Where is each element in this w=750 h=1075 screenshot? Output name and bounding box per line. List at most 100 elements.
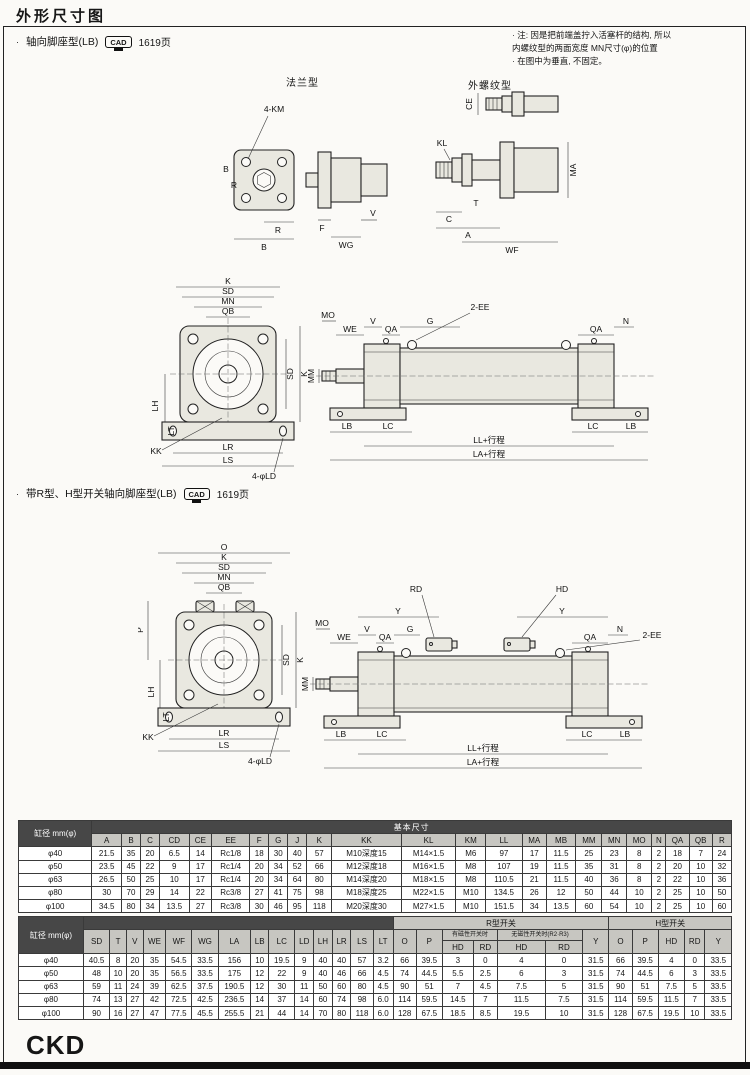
- male-thread-type-title: 外螺纹型: [468, 81, 512, 92]
- value-cell: 36: [711, 872, 733, 887]
- value-cell: 255.5: [217, 1006, 252, 1021]
- dim-label-b: B: [261, 242, 267, 252]
- value-cell: 47: [142, 1006, 167, 1021]
- value-cell: 3: [441, 953, 474, 968]
- col-HD: HD: [497, 940, 546, 955]
- value-cell: 114: [392, 992, 417, 1008]
- value-cell: 8.5: [472, 1006, 499, 1021]
- col-J: J: [287, 833, 308, 848]
- dim-label-t: T: [473, 198, 478, 208]
- value-cell: 66: [350, 966, 374, 981]
- value-cell: 31: [601, 859, 628, 874]
- value-cell: 22: [268, 966, 296, 981]
- col-B: B: [121, 833, 141, 848]
- value-cell: 6.5: [158, 846, 190, 861]
- value-cell: M10: [455, 885, 487, 901]
- value-cell: 39.5: [415, 953, 443, 968]
- table1-corner: 缸径 mm(φ): [17, 819, 93, 848]
- value-cell: 31.5: [582, 953, 610, 968]
- col-A: A: [91, 833, 122, 848]
- value-cell: 67.5: [415, 1006, 443, 1021]
- dim-label-ll-stroke: LL+行程: [473, 435, 505, 445]
- page-left-border: [3, 26, 4, 1062]
- value-cell: 40: [287, 846, 308, 861]
- value-cell: 35: [575, 859, 603, 874]
- value-cell: 33.5: [191, 953, 219, 968]
- dim-label-hd: HD: [556, 584, 568, 594]
- value-cell: 2: [651, 872, 667, 887]
- cad-page-ref: 1619页: [138, 38, 171, 49]
- col-LA: LA: [217, 929, 252, 955]
- dim-label-v: V: [370, 208, 376, 218]
- value-cell: M18深度25: [331, 885, 402, 901]
- dim-label-k: K: [299, 371, 309, 377]
- value-cell: 19.5: [497, 1006, 546, 1021]
- value-cell: 3.2: [372, 953, 394, 968]
- value-cell: 7: [683, 992, 706, 1008]
- value-cell: 90: [82, 1006, 111, 1021]
- col-QB: QB: [688, 833, 713, 848]
- value-cell: 11.5: [497, 992, 546, 1008]
- value-cell: 3: [683, 966, 706, 981]
- value-cell: 67.5: [631, 1006, 659, 1021]
- value-cell: 52: [287, 859, 308, 874]
- value-cell: 35: [142, 953, 167, 968]
- col-CD: CD: [158, 833, 190, 848]
- value-cell: M16×1.5: [400, 859, 457, 874]
- value-cell: 66: [392, 953, 417, 968]
- dim-label-qa: QA: [590, 324, 603, 334]
- value-cell: 57: [350, 953, 374, 968]
- value-cell: 32: [711, 859, 733, 874]
- value-cell: 13.5: [545, 899, 577, 914]
- col-LD: LD: [294, 929, 315, 955]
- value-cell: 17: [188, 872, 213, 887]
- col-LH: LH: [313, 929, 333, 955]
- value-cell: 30: [91, 885, 122, 901]
- value-cell: 31.5: [582, 979, 610, 994]
- value-cell: 45: [121, 859, 141, 874]
- cad-page-ref: 1619页: [216, 490, 250, 501]
- value-cell: 114: [608, 992, 633, 1008]
- dim-label-n: N: [623, 316, 629, 326]
- value-cell: 10: [688, 859, 713, 874]
- col-F: F: [249, 833, 270, 848]
- value-cell: 74: [82, 992, 111, 1008]
- dim-label-b: B: [223, 164, 229, 174]
- value-cell: 90: [392, 979, 417, 994]
- value-cell: 6: [657, 966, 685, 981]
- value-cell: M22×1.5: [400, 885, 457, 901]
- value-cell: 25: [665, 885, 690, 901]
- value-cell: 74: [392, 966, 417, 981]
- col-N: N: [651, 833, 667, 848]
- value-cell: 5: [544, 979, 584, 994]
- value-cell: 10: [688, 872, 713, 887]
- value-cell: 48: [82, 966, 111, 981]
- value-cell: 156: [217, 953, 252, 968]
- value-cell: M14×1.5: [400, 846, 457, 861]
- value-cell: 0: [683, 953, 706, 968]
- value-cell: 50: [575, 885, 603, 901]
- value-cell: 46: [268, 899, 289, 914]
- value-cell: 19.5: [268, 953, 296, 968]
- col-C: C: [139, 833, 160, 848]
- value-cell: 90: [608, 979, 633, 994]
- col-EE: EE: [211, 833, 251, 848]
- col-CE: CE: [188, 833, 213, 848]
- value-cell: 6.0: [372, 992, 394, 1008]
- value-cell: 25: [139, 872, 160, 887]
- dim-label-ll-stroke: LL+行程: [467, 743, 499, 753]
- switch-front-geometry: [147, 552, 297, 758]
- value-cell: 80: [121, 899, 141, 914]
- value-cell: 10: [626, 885, 653, 901]
- value-cell: 23: [601, 846, 628, 861]
- dim-label-la-stroke: LA+行程: [467, 757, 500, 767]
- dim-label-p: P: [138, 627, 145, 633]
- header-divider: [4, 26, 746, 27]
- dim-label-kk: KK: [150, 446, 162, 456]
- value-cell: 19: [521, 859, 547, 874]
- value-cell: 60: [313, 992, 333, 1008]
- value-cell: 34: [268, 872, 289, 887]
- value-cell: 20: [665, 859, 690, 874]
